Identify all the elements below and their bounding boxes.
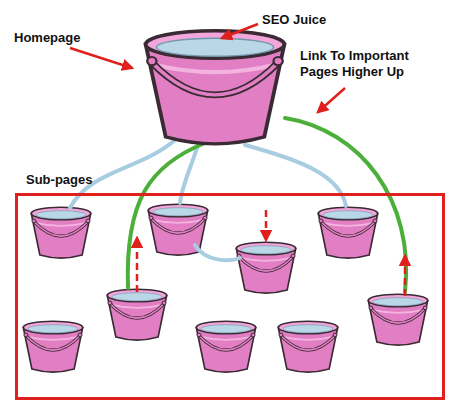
callout-label: Link To Important Pages Higher Up bbox=[300, 48, 445, 79]
section-heading: Sub-pages bbox=[26, 172, 92, 188]
sub-pages-box: Sub-pages bbox=[15, 193, 445, 400]
homepage-bucket bbox=[146, 31, 285, 144]
callout-label: SEO Juice bbox=[262, 12, 352, 28]
callout-label: Homepage bbox=[14, 30, 104, 46]
sub-page-buckets bbox=[23, 204, 427, 372]
link-lines bbox=[70, 118, 406, 292]
